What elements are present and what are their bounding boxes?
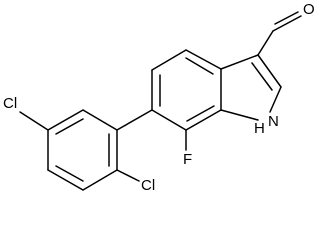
- bond-ph-cl-bottom: [116, 169, 140, 182]
- atom-hydrogen: H: [254, 120, 265, 137]
- bond-c4-c5: [151, 49, 187, 71]
- bond-aldehyde-c-o: [272, 15, 302, 32]
- atom-nitrogen: N: [268, 113, 279, 130]
- bond-c6-c7: [151, 109, 187, 131]
- bond-ph-c2-c3: [82, 169, 118, 191]
- bond-n1-c7a: [220, 109, 259, 121]
- bond-c3a-c4: [185, 49, 222, 70]
- bond-ph-c6-c1: [82, 109, 118, 131]
- bond-c7-c7a-inner: [186, 105, 215, 122]
- atom-chlorine-left: Cl: [3, 95, 17, 112]
- atom-oxygen: O: [303, 1, 315, 18]
- bond-aldehyde-c-c: [257, 30, 274, 56]
- bond-c3-c2: [257, 54, 282, 88]
- atom-fluorine: F: [183, 151, 192, 168]
- molecule-drawing: O N H F Cl Cl: [3, 1, 315, 194]
- bond-ph-c5-c6: [47, 109, 84, 131]
- structure-diagram: O N H F Cl Cl: [3, 1, 315, 194]
- bond-biaryl: [116, 109, 153, 131]
- bond-aldehyde-c-o-inner: [274, 11, 299, 25]
- atom-chlorine-bottom: Cl: [141, 177, 155, 194]
- bond-c2-n1: [269, 86, 282, 113]
- bond-c3-c2-inner: [251, 62, 273, 91]
- bond-ph-c5-c6-inner: [55, 118, 84, 135]
- bond-c7-c7a: [185, 109, 222, 131]
- bond-ph-cl-left: [19, 111, 49, 131]
- bond-c3-c3a: [220, 54, 259, 70]
- bond-c3a-c4-inner: [185, 57, 214, 75]
- bond-ph-c3-c4: [47, 169, 84, 191]
- bond-ph-c3-c4-inner: [55, 165, 84, 182]
